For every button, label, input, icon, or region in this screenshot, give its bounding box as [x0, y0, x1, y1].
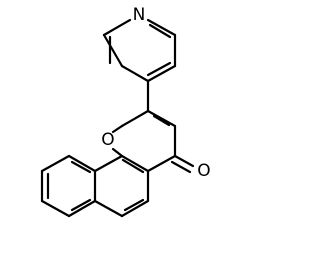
- bond: [40, 154, 71, 173]
- bond: [146, 109, 177, 128]
- bond: [93, 154, 124, 173]
- bond: [173, 154, 195, 168]
- bond: [120, 199, 150, 218]
- nitrogen-atom-label: N: [133, 5, 146, 25]
- ring-oxygen-atom-label: O: [101, 130, 114, 150]
- bond: [170, 160, 192, 174]
- bond: [120, 109, 150, 128]
- bond: [120, 154, 150, 173]
- bond: [70, 160, 92, 174]
- bond: [121, 158, 145, 174]
- bond: [123, 198, 145, 212]
- carbonyl-oxygen-atom-label: O: [197, 161, 210, 181]
- bond: [148, 23, 172, 39]
- bond: [111, 124, 124, 134]
- bond: [102, 18, 132, 37]
- chemical-structure-diagram: N O O: [40, 5, 211, 218]
- bond: [70, 198, 92, 212]
- naphthalene-ring-system: [40, 154, 150, 218]
- bond: [120, 64, 150, 83]
- pyranone-ring: [111, 109, 177, 173]
- carbonyl-group: [170, 154, 195, 174]
- bond: [102, 33, 124, 68]
- bond: [67, 199, 97, 218]
- bond: [152, 114, 171, 127]
- bond: [146, 154, 177, 173]
- bond: [40, 199, 71, 218]
- bond: [93, 199, 124, 218]
- bond: [67, 154, 97, 173]
- pyridine-ring: [102, 18, 177, 83]
- bond: [146, 61, 172, 77]
- bond: [111, 147, 124, 158]
- bond: [146, 64, 177, 83]
- bond: [146, 18, 177, 37]
